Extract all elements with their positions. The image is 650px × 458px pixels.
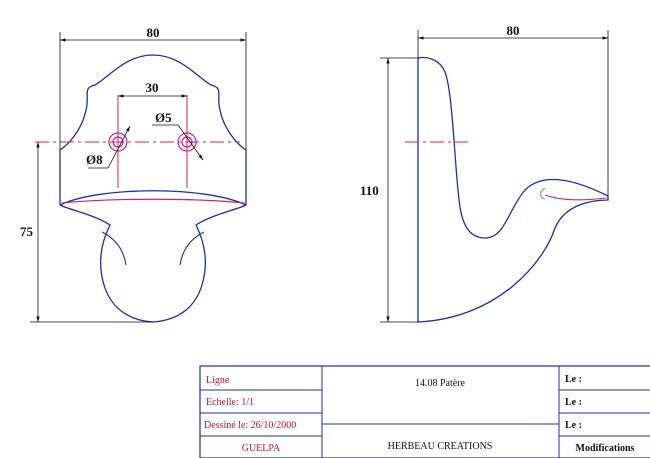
front-height-label: 75 [20, 224, 34, 239]
hole-large-label: Ø8 [86, 152, 103, 167]
front-lower-body [59, 204, 247, 323]
front-inner-curve-left [101, 231, 127, 266]
title-le-1: Le : [565, 374, 582, 385]
hole-large-leader-diag [107, 125, 131, 169]
side-height-label: 110 [360, 183, 379, 198]
front-view-outline [59, 54, 247, 205]
front-plate-arc [59, 190, 247, 206]
title-le-3: Le : [565, 420, 582, 431]
front-inner-curve-right [179, 231, 205, 266]
title-part-name: 14.08 Patère [415, 378, 466, 389]
title-ligne: Ligne [206, 375, 230, 386]
side-view-outline [417, 56, 609, 323]
front-view: 80 30 Ø5 Ø8 75 [20, 25, 247, 323]
title-modifications: Modifications [576, 443, 635, 454]
front-width-label: 80 [147, 25, 160, 40]
side-lip-tick [539, 187, 546, 200]
hole-left [108, 132, 128, 152]
title-author: GUELPA [242, 443, 281, 454]
hole-small-leader-diag [177, 124, 204, 161]
front-lip-line [61, 198, 245, 204]
title-echelle: Echelle: 1/1 [206, 397, 254, 408]
hole-spacing-label: 30 [146, 80, 159, 95]
title-block-frame [199, 365, 650, 458]
hole-small-label: Ø5 [155, 110, 172, 125]
title-dessine: Dessiné le: 26/10/2000 [204, 420, 296, 431]
title-block: Ligne Echelle: 1/1 Dessiné le: 26/10/200… [199, 365, 650, 458]
side-view: 80 110 [360, 23, 609, 323]
side-lip-line [544, 194, 607, 201]
title-company: HERBEAU CREATIONS [388, 441, 493, 452]
title-le-2: Le : [565, 397, 582, 408]
side-depth-label: 80 [507, 23, 520, 38]
